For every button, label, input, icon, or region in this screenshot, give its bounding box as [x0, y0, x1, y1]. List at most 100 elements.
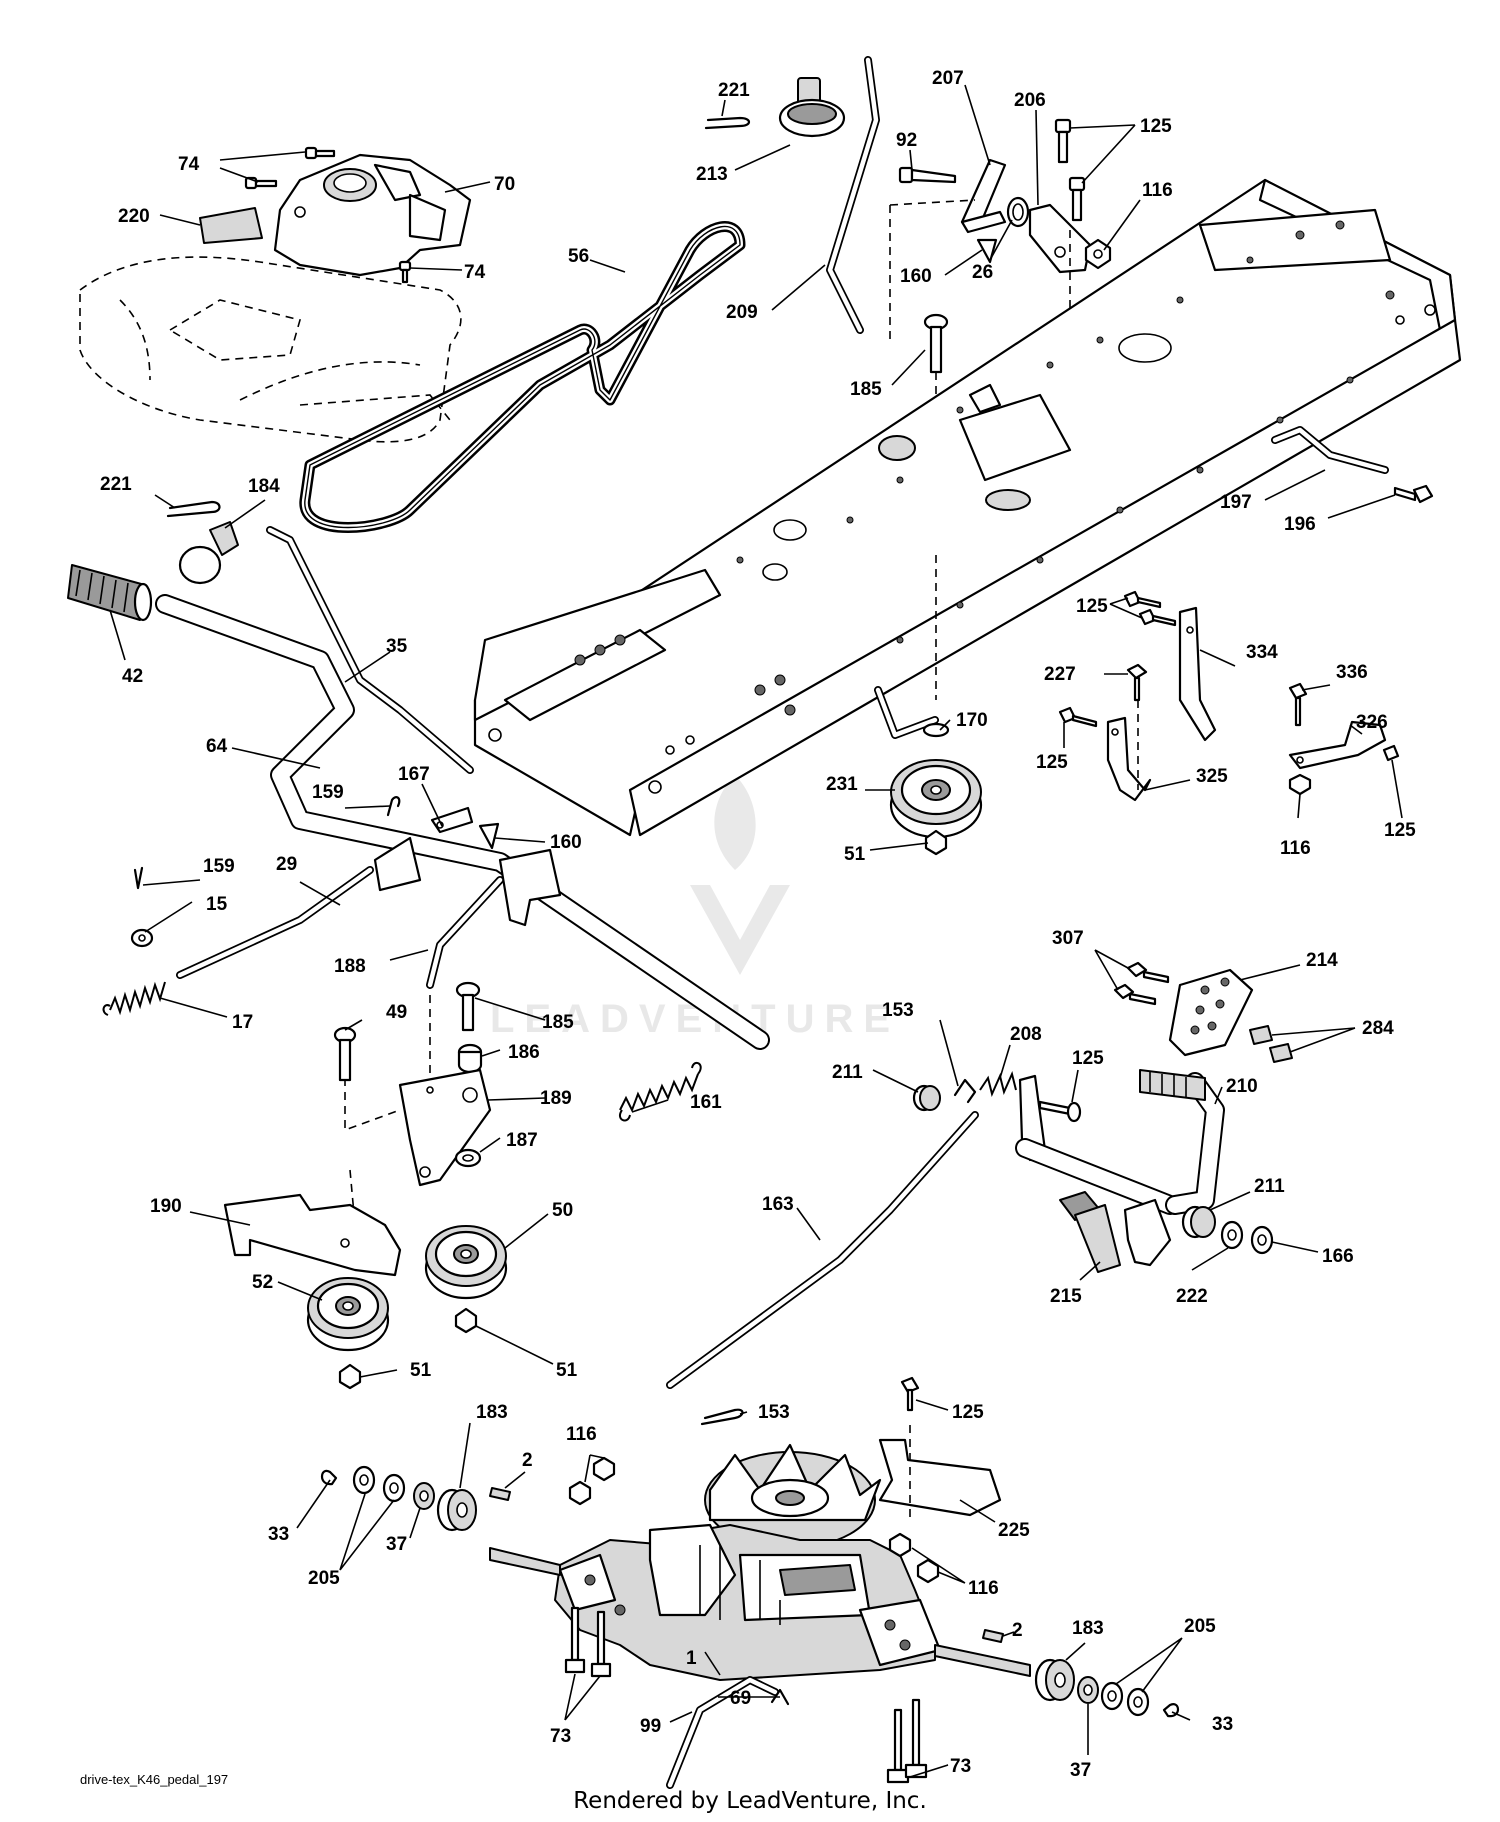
bolt-49: [333, 1026, 357, 1082]
callout-213: 213: [696, 164, 728, 185]
callout-231: 231: [826, 774, 858, 795]
callout-69: 69: [730, 1688, 751, 1709]
rod-99: [666, 1676, 779, 1789]
callout-73: 73: [550, 1726, 571, 1747]
drive-belt-56: [299, 221, 746, 533]
axle-right: [934, 1644, 1031, 1677]
callout-167: 167: [398, 764, 430, 785]
bracket-207: [960, 158, 1007, 234]
callout-125: 125: [1384, 820, 1416, 841]
bracket-334: [1178, 606, 1217, 742]
callout-207: 207: [932, 68, 964, 89]
callout-37: 37: [386, 1534, 407, 1555]
bolt-196: [1393, 484, 1434, 504]
shift-bracket: [373, 836, 562, 927]
hairpin-clip-221-top: [704, 116, 751, 130]
screw-74-c: [398, 260, 412, 284]
nut-51-left: [338, 1363, 362, 1390]
callout-15: 15: [206, 894, 228, 915]
main-frame: [473, 178, 1462, 837]
nut-51-right: [924, 829, 948, 856]
bolt-125-top: [1054, 118, 1086, 222]
callout-205: 205: [1184, 1616, 1216, 1637]
callout-2: 2: [522, 1450, 533, 1471]
callout-116: 116: [1280, 838, 1311, 859]
pulley-231: [889, 759, 983, 839]
spring-26: [1006, 196, 1030, 228]
nut-116-top: [1084, 238, 1112, 270]
spring-208: [979, 1070, 1017, 1098]
callout-222: 222: [1176, 1286, 1208, 1307]
washer-166: [1250, 1225, 1274, 1255]
nuts-116-trans-left: [568, 1456, 616, 1506]
callout-221: 221: [100, 474, 132, 495]
callout-29: 29: [276, 854, 297, 875]
washer-187: [454, 1148, 482, 1168]
callout-188: 188: [334, 956, 366, 977]
bushing-183-right: [1034, 1658, 1075, 1702]
callout-196: 196: [1284, 514, 1316, 535]
callout-215: 215: [1050, 1286, 1082, 1307]
spacer-186: [457, 1043, 483, 1074]
callout-125: 125: [1140, 116, 1172, 137]
pulley-50: [424, 1225, 508, 1300]
callout-185: 185: [542, 1012, 574, 1033]
axle-left: [489, 1547, 561, 1576]
callout-210: 210: [1226, 1076, 1258, 1097]
callout-220: 220: [118, 206, 150, 227]
callout-307: 307: [1052, 928, 1084, 949]
lift-lever-209: [826, 56, 880, 334]
callout-116: 116: [1142, 180, 1173, 201]
spring-170: [874, 686, 950, 739]
leadventure-watermark: LEADVENTURE: [490, 775, 900, 1041]
pedal-215: [1059, 1191, 1121, 1273]
callout-159: 159: [203, 856, 235, 877]
callout-326: 326: [1356, 712, 1388, 733]
rod-35: [266, 526, 474, 774]
callout-125: 125: [1036, 752, 1068, 773]
callout-197: 197: [1220, 492, 1252, 513]
transaxle-1: [554, 1523, 942, 1681]
callout-205: 205: [308, 1568, 340, 1589]
callout-190: 190: [150, 1196, 182, 1217]
watermark-text: LEADVENTURE: [490, 997, 900, 1041]
dash-console-70: [273, 153, 472, 277]
decal-220: [199, 207, 263, 244]
washer-222: [1220, 1220, 1244, 1250]
callout-51: 51: [410, 1360, 432, 1381]
callout-51: 51: [844, 844, 866, 865]
pin-159-left: [133, 866, 144, 890]
callout-163: 163: [762, 1194, 794, 1215]
washers-205-right: [1100, 1681, 1150, 1717]
callout-1: 1: [686, 1648, 697, 1669]
callout-183: 183: [1072, 1618, 1104, 1639]
callout-33: 33: [1212, 1714, 1233, 1735]
callout-50: 50: [552, 1200, 573, 1221]
bolt-227: [1126, 663, 1148, 702]
nut-116-326: [1288, 773, 1312, 796]
callout-37: 37: [1070, 1760, 1091, 1781]
clip-153-pedal: [953, 1078, 977, 1104]
belt-guide-190: [223, 1193, 402, 1277]
washers-205-left: [352, 1465, 406, 1503]
rod-188: [426, 876, 504, 989]
callout-26: 26: [972, 262, 993, 283]
callout-225: 225: [998, 1520, 1030, 1541]
bolt-125-334: [1123, 590, 1177, 627]
spacer-211-right: [1181, 1205, 1216, 1239]
lever-197: [1271, 426, 1389, 474]
rod-163: [666, 1111, 979, 1389]
hairpin-clip-221-left: [166, 500, 221, 518]
leader-lines: [109, 84, 1403, 1778]
callout-160: 160: [550, 832, 582, 853]
callout-209: 209: [726, 302, 758, 323]
callout-74: 74: [464, 262, 486, 283]
screw-74-a: [304, 146, 336, 160]
clip-160-mid: [478, 822, 500, 850]
key-2-left: [489, 1487, 511, 1501]
callout-206: 206: [1014, 90, 1046, 111]
callout-116: 116: [968, 1578, 999, 1599]
callout-153: 153: [882, 1000, 914, 1021]
spacer-211-left: [912, 1084, 941, 1112]
